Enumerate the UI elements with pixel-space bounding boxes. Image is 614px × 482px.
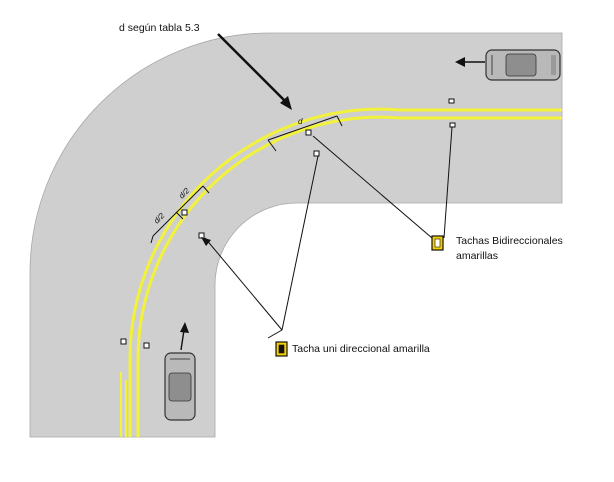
road-pavement: [29, 32, 563, 438]
dimension-d-label: d: [298, 117, 303, 126]
stud-legend-icon: [275, 341, 288, 357]
bidirectional-studs-label-line1: Tachas Bidireccionales: [456, 235, 563, 247]
d-reference-arrow: [217, 33, 292, 110]
dimension-d-bracket: d: [267, 115, 343, 152]
stud-marker: [449, 122, 456, 128]
center-double-yellow-line: [128, 107, 562, 437]
stud-marker: [305, 129, 312, 136]
stud-pointer-arrow: [201, 237, 211, 246]
edge-yellow-segments: [120, 372, 127, 437]
road-studs: [120, 98, 456, 349]
stud-marker: [143, 342, 150, 349]
direction-arrow-icon: [455, 57, 485, 67]
stud-marker: [448, 98, 455, 104]
stud-marker: [120, 338, 127, 345]
car-top-view-icon: [485, 49, 561, 81]
stud-marker: [198, 232, 205, 239]
stud-marker: [181, 209, 188, 216]
leader-lines: [204, 126, 453, 339]
d-reference-label: d según tabla 5.3: [119, 22, 200, 34]
stud-legend-icon: [431, 235, 444, 251]
bidirectional-studs-label-line2: amarillas: [456, 250, 498, 262]
stud-marker: [313, 150, 320, 157]
direction-arrow-icon: [180, 322, 189, 351]
unidirectional-stud-label: Tacha uni direccional amarilla: [292, 343, 430, 355]
car-top-view-icon: [164, 352, 196, 421]
